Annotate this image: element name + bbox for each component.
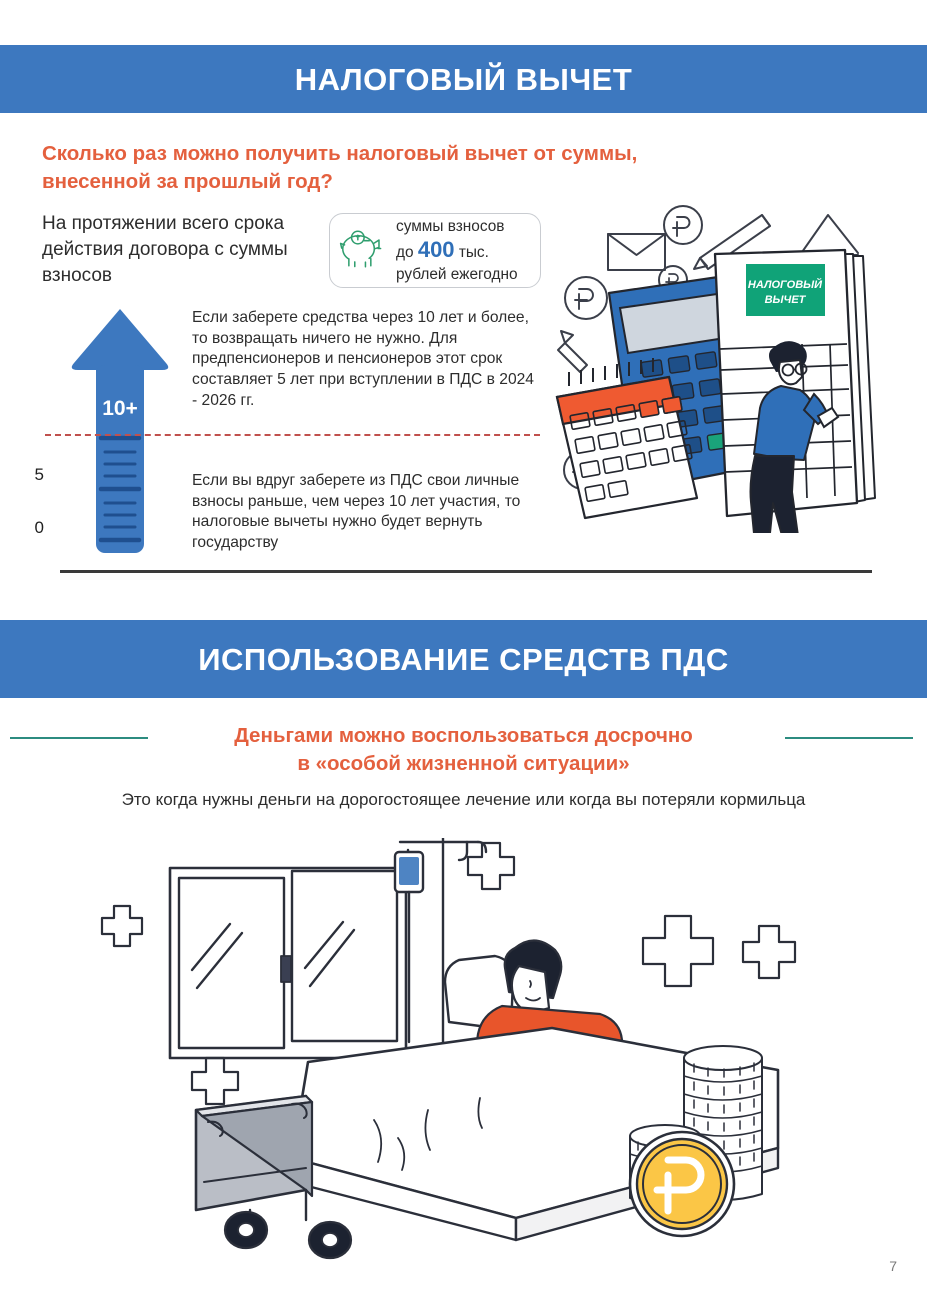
section1-title: НАЛОГОВЫЙ ВЫЧЕТ — [294, 61, 633, 97]
contribution-limit-text: суммы взносов до 400 тыс. рублей ежегодн… — [392, 217, 518, 285]
pill-amount-value: 400 — [417, 237, 455, 263]
tax-deduction-illustration: НАЛОГОВЫЙ ВЫЧЕТ — [545, 198, 925, 557]
teal-rule-left — [10, 737, 148, 739]
piggy-bank-icon — [338, 225, 392, 277]
section1-question-heading: Сколько раз можно получить налоговый выч… — [42, 142, 638, 194]
section2-body-text: Это когда нужны деньги на дорогостоящее … — [121, 790, 806, 809]
pill-line2-prefix: до — [396, 244, 418, 262]
page-number: 7 — [889, 1258, 897, 1274]
pill-line3: рублей ежегодно — [396, 265, 518, 283]
section1-bottom-rule — [60, 570, 872, 573]
gauge-scale-5: 5 — [34, 465, 44, 484]
sub-heading-line2: в «особой жизненной ситуации» — [297, 752, 630, 776]
section2-sub-heading: Деньгами можно воспользоваться досрочно … — [0, 722, 927, 779]
gauge-badge-label: 10+ — [102, 397, 138, 420]
section-banner-tax-deduction: НАЛОГОВЫЙ ВЫЧЕТ — [0, 45, 927, 113]
teal-rule-right — [785, 737, 913, 739]
section1-lead-text: На протяжении всего срока действия догов… — [42, 213, 288, 287]
gauge-scale-0: 0 — [34, 518, 44, 537]
section1-paragraph-1: Если заберете средства через 10 лет и бо… — [192, 309, 534, 409]
dashed-divider — [45, 434, 540, 436]
contribution-limit-badge: суммы взносов до 400 тыс. рублей ежегодн… — [329, 213, 541, 288]
section-banner-pds-usage: ИСПОЛЬЗОВАНИЕ СРЕДСТВ ПДС — [0, 620, 927, 698]
section1-paragraph-2: Если вы вдруг заберете из ПДС свои личны… — [192, 472, 521, 552]
document-label-line1: НАЛОГОВЫЙ — [748, 278, 823, 291]
up-arrow-gauge-icon: 10+ — [60, 305, 180, 560]
pill-line1: суммы взносов — [396, 217, 505, 235]
hospital-illustration — [78, 836, 868, 1268]
section2-title: ИСПОЛЬЗОВАНИЕ СРЕДСТВ ПДС — [198, 641, 729, 677]
sub-heading-line1: Деньгами можно воспользоваться досрочно — [234, 724, 693, 747]
document-label-line2: ВЫЧЕТ — [765, 294, 807, 306]
pill-line2-suffix: тыс. — [454, 244, 489, 262]
